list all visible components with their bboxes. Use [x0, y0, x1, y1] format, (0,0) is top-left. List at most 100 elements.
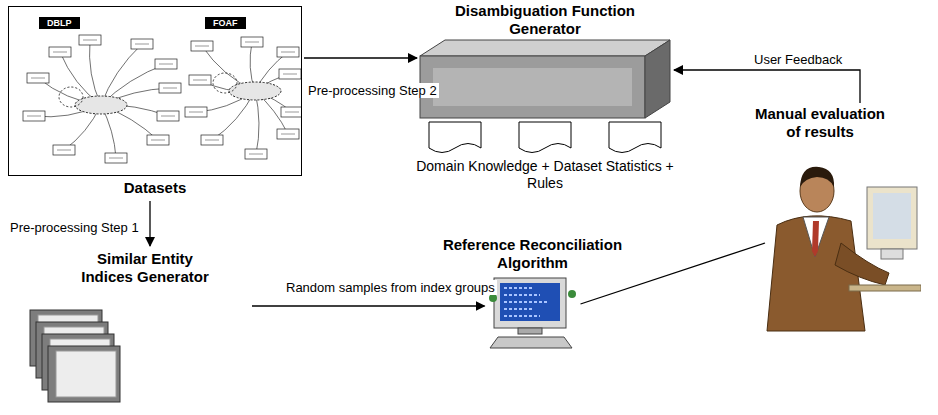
literal-box	[277, 129, 299, 139]
user-monitor-stand	[881, 249, 903, 259]
block-title: Disambiguation Function Generator	[435, 2, 655, 38]
literal-text-stroke	[151, 140, 165, 141]
box-side	[645, 40, 670, 118]
gear	[568, 290, 576, 298]
graph-edge	[101, 44, 142, 105]
block-title: Datasets	[8, 179, 302, 197]
literal-box	[159, 83, 181, 93]
literal-text-stroke	[163, 88, 177, 89]
literal-text-stroke	[281, 134, 295, 135]
flow-arrow	[149, 201, 150, 246]
flow-arrow	[674, 70, 860, 103]
generator-box	[419, 38, 671, 156]
monitor-base	[518, 328, 542, 334]
rdf-graph-illustration	[9, 7, 301, 175]
literal-box	[27, 73, 49, 83]
literal-box	[23, 111, 45, 121]
arm	[835, 243, 889, 285]
monitor	[494, 278, 566, 328]
user-screen	[873, 193, 911, 239]
edge-label: Random samples from index groups	[284, 280, 497, 295]
flow-arrow	[252, 305, 485, 306]
index-page	[48, 346, 120, 402]
document-icon	[609, 122, 661, 153]
literal-box	[245, 149, 267, 159]
literal-box	[53, 145, 75, 155]
block-title: Manual evaluation of results	[750, 105, 890, 141]
dataset-panel: DBLP FOAF Datasets	[8, 6, 302, 197]
literal-text-stroke	[109, 158, 123, 159]
literal-box	[49, 47, 71, 57]
evaluation-user: Manual evaluation of results	[735, 105, 930, 333]
index-generator: Similar Entity Indices Generator	[20, 250, 250, 410]
literal-text-stroke	[53, 52, 67, 53]
box-top	[420, 40, 670, 56]
literal-text-stroke	[135, 44, 149, 45]
tag-holder: DBLP	[39, 12, 80, 30]
self-loop	[213, 73, 237, 93]
desk	[849, 285, 921, 291]
edge-label: Pre-processing Step 2	[306, 83, 439, 98]
literal-text-stroke	[189, 112, 203, 113]
dataset-name: DBLP	[39, 17, 80, 29]
keyboard	[490, 337, 572, 348]
literal-text-stroke	[83, 40, 97, 41]
literal-text-stroke	[27, 116, 41, 117]
literal-box	[241, 37, 263, 47]
self-loop	[59, 87, 83, 107]
label-holder: User Feedback	[752, 50, 844, 68]
screen-stroke	[504, 287, 532, 289]
index-page-inner	[56, 351, 116, 397]
literal-text-stroke	[161, 116, 175, 117]
edge-label: Pre-processing Step 1	[8, 220, 141, 235]
tie	[812, 221, 819, 257]
screen-stroke	[504, 308, 532, 310]
literal-text-stroke	[195, 46, 209, 47]
user-icon	[749, 147, 921, 333]
document-icon	[429, 122, 481, 153]
label-holder: Pre-processing Step 1	[8, 218, 141, 236]
literal-text-stroke	[159, 64, 173, 65]
box-front	[420, 56, 645, 118]
literal-box	[277, 47, 299, 57]
literal-box	[131, 39, 153, 49]
screen-stroke	[504, 315, 540, 317]
literal-text-stroke	[249, 154, 263, 155]
literal-text-stroke	[205, 140, 219, 141]
literal-text-stroke	[281, 52, 295, 53]
label-holder: Pre-processing Step 2	[306, 81, 439, 99]
box-inner	[433, 68, 632, 106]
user-monitor	[867, 187, 917, 249]
literal-box	[147, 135, 169, 145]
literal-box	[201, 135, 223, 145]
graph-edge	[89, 40, 101, 105]
computer-icon	[488, 276, 578, 350]
block-caption: Domain Knowledge + Dataset Statistics + …	[400, 158, 690, 192]
literal-text-stroke	[193, 80, 207, 81]
literal-text-stroke	[245, 42, 259, 43]
literal-text-stroke	[283, 74, 297, 75]
document-icon	[519, 122, 571, 153]
block-title: Similar Entity Indices Generator	[75, 250, 215, 286]
screen-stroke	[504, 294, 540, 296]
literal-text-stroke	[285, 112, 299, 113]
flow-arrow	[304, 57, 417, 58]
literal-box	[185, 107, 207, 117]
literal-box	[155, 59, 177, 69]
gear	[489, 294, 497, 302]
literal-box	[191, 41, 213, 51]
dataset-name: FOAF	[205, 17, 246, 29]
index-pages-icon	[28, 308, 123, 410]
dataset-frame: DBLP FOAF	[8, 6, 302, 176]
literal-box	[157, 111, 179, 121]
block-title: Reference Reconciliation Algorithm	[428, 236, 638, 272]
literal-box	[79, 35, 101, 45]
literal-box	[105, 153, 127, 163]
literal-box	[279, 69, 301, 79]
literal-text-stroke	[31, 78, 45, 79]
label-holder: Random samples from index groups	[284, 278, 497, 296]
screen	[500, 283, 560, 321]
hair	[800, 167, 834, 187]
tag-holder: FOAF	[205, 12, 246, 30]
